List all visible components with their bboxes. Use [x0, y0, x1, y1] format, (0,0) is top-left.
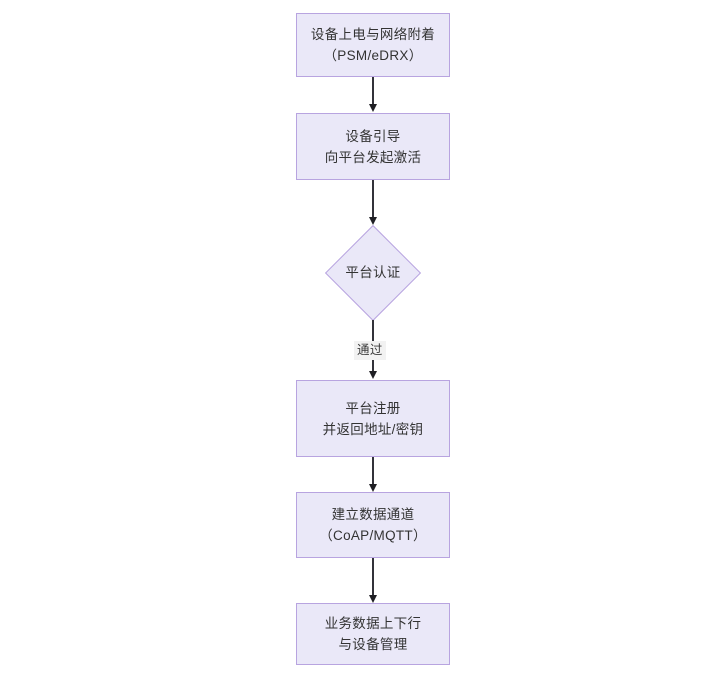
edge-2-arrowhead [368, 217, 377, 225]
node-bootstrap-line-2: 向平台发起激活 [324, 149, 422, 165]
node-platform-auth-label: 平台认证 [345, 265, 401, 280]
edge-4-arrowhead [368, 484, 377, 492]
node-platform-register-line-1: 平台注册 [345, 400, 401, 416]
node-platform-register-line-2: 并返回地址/密钥 [322, 421, 424, 437]
edge-5-arrowhead [368, 595, 377, 603]
edge-2-line [372, 180, 374, 218]
node-power-on[interactable]: 设备上电与网络附着 （PSM/eDRX） [296, 13, 450, 77]
node-platform-auth[interactable]: 平台认证 [324, 224, 422, 322]
node-bootstrap-line-1: 设备引导 [345, 128, 401, 144]
node-data-channel[interactable]: 建立数据通道 （CoAP/MQTT） [296, 492, 450, 558]
edge-5-line [372, 558, 374, 596]
node-business-data[interactable]: 业务数据上下行 与设备管理 [296, 603, 450, 665]
node-power-on-line-2: （PSM/eDRX） [323, 48, 423, 63]
edge-3-arrowhead [368, 371, 377, 379]
node-power-on-line-1: 设备上电与网络附着 [310, 27, 436, 42]
node-data-channel-line-1: 建立数据通道 [331, 507, 415, 522]
node-bootstrap[interactable]: 设备引导 向平台发起激活 [296, 113, 450, 180]
node-data-channel-line-2: （CoAP/MQTT） [319, 528, 427, 543]
edge-3-label: 通过 [354, 341, 386, 360]
node-business-data-line-1: 业务数据上下行 [324, 616, 422, 631]
edge-4-line [372, 457, 374, 485]
node-business-data-line-2: 与设备管理 [338, 637, 408, 652]
node-platform-register[interactable]: 平台注册 并返回地址/密钥 [296, 380, 450, 457]
edge-1-arrowhead [368, 104, 377, 112]
edge-1-line [372, 77, 374, 105]
